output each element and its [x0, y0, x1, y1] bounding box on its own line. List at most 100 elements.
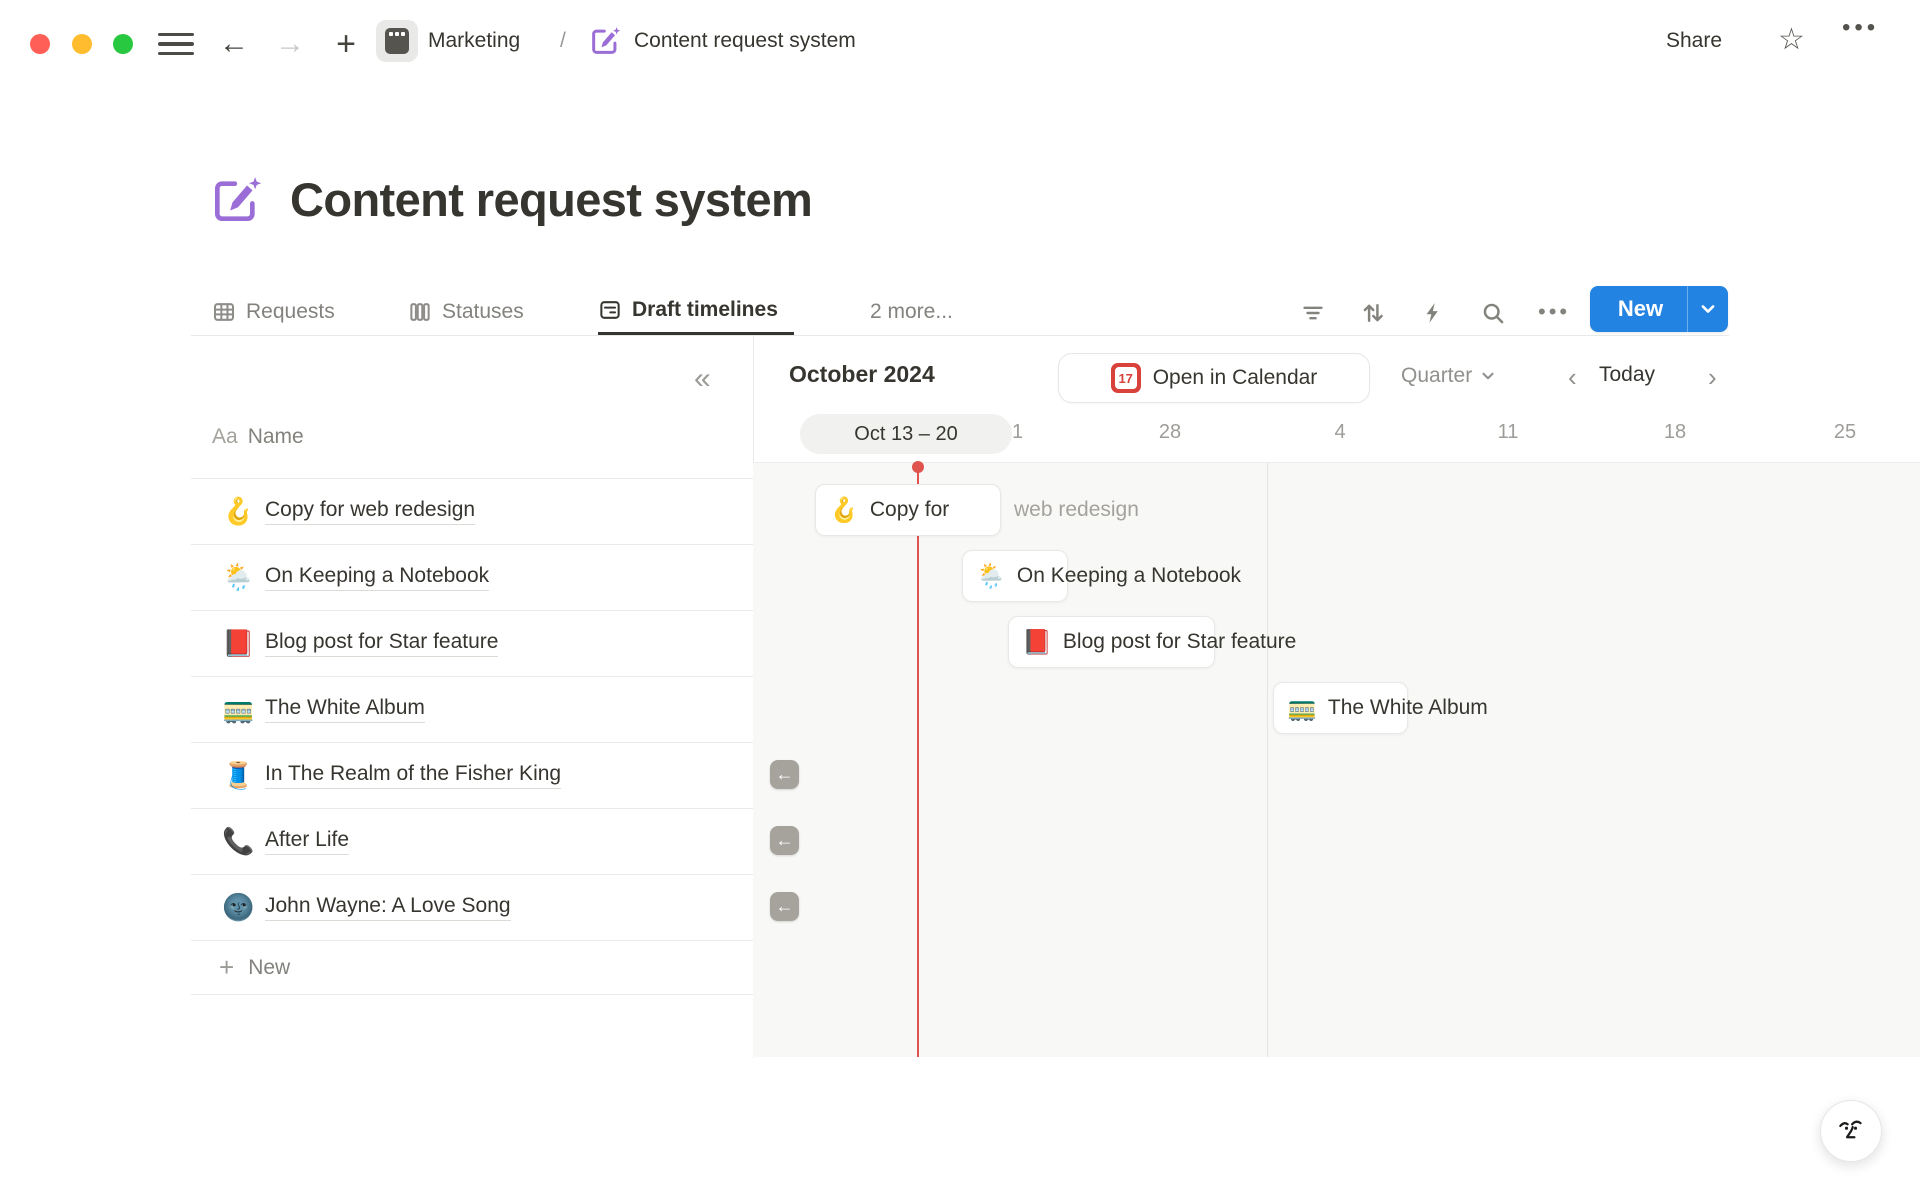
- row-title[interactable]: The White Album: [265, 696, 425, 723]
- tab-more-views[interactable]: 2 more...: [870, 299, 953, 323]
- next-period-icon[interactable]: ›: [1708, 362, 1717, 392]
- scroll-to-item-button[interactable]: ←: [770, 760, 799, 789]
- tab-statuses[interactable]: Statuses: [408, 288, 524, 335]
- collapse-sidebar-icon[interactable]: «: [694, 362, 711, 395]
- breadcrumb-workspace[interactable]: Marketing: [428, 29, 521, 52]
- open-in-calendar-button[interactable]: 17 Open in Calendar: [1058, 353, 1370, 403]
- row-divider: [191, 676, 753, 677]
- more-options-icon[interactable]: •••: [1842, 14, 1880, 41]
- card-emoji-sun-rain: 🌦️: [976, 562, 1006, 590]
- today-button[interactable]: Today: [1599, 363, 1656, 386]
- plus-icon: +: [219, 952, 235, 982]
- row-emoji-thread: 🧵: [222, 759, 255, 790]
- table-row[interactable]: 🚃 The White Album: [191, 676, 753, 742]
- favorite-star-icon[interactable]: ☆: [1778, 23, 1805, 56]
- date-tick: 4: [1334, 421, 1346, 443]
- timeline-card-on-keeping-a-notebook[interactable]: 🌦️ On Keeping a Notebook: [962, 550, 1241, 602]
- table-row[interactable]: 🌦️ On Keeping a Notebook: [191, 544, 753, 610]
- row-emoji-phone: 📞: [222, 825, 255, 856]
- row-title[interactable]: After Life: [265, 828, 350, 855]
- new-row-button[interactable]: + New: [191, 941, 753, 994]
- new-page-icon[interactable]: +: [336, 25, 356, 63]
- table-view-icon: [212, 300, 236, 324]
- board-view-icon: [408, 300, 432, 324]
- share-button[interactable]: Share: [1666, 29, 1723, 52]
- current-week-range-pill[interactable]: Oct 13 – 20: [800, 414, 1012, 454]
- prev-period-icon[interactable]: ‹: [1568, 362, 1577, 392]
- sort-icon[interactable]: [1356, 296, 1390, 330]
- close-window-button[interactable]: [30, 34, 50, 54]
- card-emoji-tram: 🚃: [1287, 694, 1317, 722]
- scroll-to-item-button[interactable]: ←: [770, 826, 799, 855]
- arrow-left-icon: ←: [775, 896, 794, 916]
- page-compose-icon: [588, 24, 622, 58]
- row-emoji-moon-face: 🌚: [222, 891, 255, 922]
- timeline-card-blog-post-for-star-feature[interactable]: 📕 Blog post for Star feature: [1008, 616, 1296, 668]
- new-record-button[interactable]: New: [1590, 286, 1728, 332]
- notion-ai-button[interactable]: [1820, 1100, 1882, 1162]
- row-divider: [191, 940, 753, 941]
- row-divider: [191, 994, 753, 995]
- row-divider: [191, 544, 753, 545]
- name-column-header[interactable]: Aa Name: [212, 420, 304, 454]
- back-icon[interactable]: ←: [219, 27, 249, 60]
- filter-icon[interactable]: [1296, 296, 1330, 330]
- row-emoji-sun-rain: 🌦️: [222, 561, 255, 592]
- view-options-icon[interactable]: •••: [1538, 299, 1571, 324]
- row-divider: [191, 742, 753, 743]
- row-emoji-tram: 🚃: [222, 693, 255, 724]
- breadcrumb-page[interactable]: Content request system: [634, 29, 856, 52]
- timeline-zoom-select[interactable]: Quarter: [1401, 364, 1496, 388]
- minimize-window-button[interactable]: [72, 34, 92, 54]
- row-title[interactable]: In The Realm of the Fisher King: [265, 762, 562, 789]
- window-titlebar: ← → + Marketing / Content request system…: [0, 0, 1920, 74]
- row-divider: [191, 874, 753, 875]
- table-row[interactable]: 🪝 Copy for web redesign: [191, 478, 753, 544]
- row-title[interactable]: Copy for web redesign: [265, 498, 476, 525]
- forward-icon[interactable]: →: [275, 27, 305, 60]
- timeline-view: October 2024 17 Open in Calendar Quarter…: [753, 336, 1920, 1058]
- table-row[interactable]: 📕 Blog post for Star feature: [191, 610, 753, 676]
- today-dot: [912, 461, 924, 473]
- row-emoji-hook: 🪝: [222, 495, 255, 526]
- date-tick: 18: [1663, 421, 1687, 443]
- tabbar-divider: [191, 335, 1729, 336]
- card-emoji-book: 📕: [1022, 628, 1052, 656]
- automation-bolt-icon[interactable]: [1416, 296, 1450, 330]
- table-row[interactable]: 🧵 In The Realm of the Fisher King: [191, 742, 753, 808]
- timeline-canvas: [753, 462, 1920, 1057]
- timeline-view-icon: [598, 298, 622, 322]
- row-title[interactable]: Blog post for Star feature: [265, 630, 499, 657]
- calendar-day-number: 17: [1114, 367, 1137, 389]
- card-overflow-title: web redesign: [1014, 498, 1139, 521]
- month-boundary-line: [1267, 462, 1268, 1057]
- arrow-left-icon: ←: [775, 764, 794, 784]
- timeline-month-label: October 2024: [789, 361, 935, 387]
- chevron-down-icon[interactable]: [1688, 300, 1728, 318]
- tab-requests[interactable]: Requests: [212, 288, 335, 335]
- zoom-window-button[interactable]: [113, 34, 133, 54]
- sidebar-menu-icon[interactable]: [158, 27, 194, 61]
- table-row[interactable]: 🌚 John Wayne: A Love Song: [191, 874, 753, 940]
- page-icon[interactable]: [208, 172, 264, 228]
- name-column-label: Name: [247, 425, 304, 448]
- page-title[interactable]: Content request system: [290, 173, 813, 226]
- workspace-icon[interactable]: [376, 20, 418, 62]
- row-title[interactable]: John Wayne: A Love Song: [265, 894, 511, 921]
- row-emoji-book: 📕: [222, 627, 255, 658]
- row-divider: [191, 808, 753, 809]
- row-title[interactable]: On Keeping a Notebook: [265, 564, 490, 591]
- table-row[interactable]: 📞 After Life: [191, 808, 753, 874]
- card-emoji-hook: 🪝: [829, 496, 859, 524]
- scroll-to-item-button[interactable]: ←: [770, 892, 799, 921]
- new-button-divider: [1687, 286, 1688, 332]
- tab-draft-timelines[interactable]: Draft timelines: [598, 288, 794, 335]
- date-tick: 25: [1833, 421, 1857, 443]
- text-property-icon: Aa: [212, 425, 238, 448]
- today-line: [917, 467, 919, 1057]
- new-record-label: New: [1617, 296, 1664, 321]
- search-icon[interactable]: [1476, 296, 1510, 330]
- timeline-card-copy-for-web-redesign[interactable]: 🪝 Copy for: [815, 484, 1001, 536]
- timeline-card-the-white-album[interactable]: 🚃 The White Album: [1273, 682, 1488, 734]
